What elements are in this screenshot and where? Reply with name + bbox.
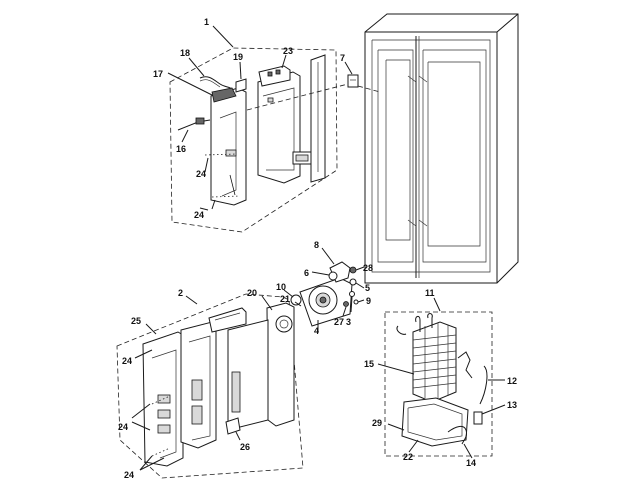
assembly-1-parts [167, 54, 349, 211]
callout-24c: 24 [122, 356, 132, 366]
callout-9: 9 [366, 296, 371, 306]
callout-23: 23 [283, 46, 293, 56]
callout-5: 5 [365, 283, 370, 293]
callout-17: 17 [153, 69, 163, 79]
callout-19: 19 [233, 52, 243, 62]
callout-16: 16 [176, 144, 186, 154]
callout-2: 2 [178, 288, 183, 298]
callout-22: 22 [403, 452, 413, 462]
assembly-2-parts [131, 247, 365, 471]
callout-26: 26 [240, 442, 250, 452]
callout-18: 18 [180, 48, 190, 58]
callout-3: 3 [346, 317, 351, 327]
callout-8: 8 [314, 240, 319, 250]
callout-6: 6 [304, 268, 309, 278]
callout-29: 29 [372, 418, 382, 428]
callout-4: 4 [314, 326, 319, 336]
callout-1: 1 [204, 17, 209, 27]
callout-24a: 24 [196, 169, 206, 179]
assembly-2-outline [116, 293, 304, 479]
assembly-11-parts [377, 313, 506, 459]
callout-14: 14 [466, 458, 476, 468]
callout-10: 10 [276, 282, 286, 292]
callout-13: 13 [507, 400, 517, 410]
callout-labels: 1 2 3 4 5 6 7 8 9 10 11 12 13 14 15 16 1… [118, 17, 517, 480]
callout-27: 27 [334, 317, 344, 327]
part-7-clip [344, 61, 381, 93]
callout-7: 7 [340, 53, 345, 63]
callout-20: 20 [247, 288, 257, 298]
callout-12: 12 [507, 376, 517, 386]
callout-28: 28 [363, 263, 373, 273]
callout-24b: 24 [194, 210, 204, 220]
callout-11: 11 [425, 288, 435, 298]
refrigerator-cabinet [364, 13, 519, 284]
callout-24e: 24 [124, 470, 134, 480]
callout-25: 25 [131, 316, 141, 326]
assembly-1-outline [169, 25, 338, 233]
assembly-11-outline [384, 297, 493, 457]
callout-21: 21 [280, 294, 290, 304]
callout-15: 15 [364, 359, 374, 369]
callout-24d: 24 [118, 422, 128, 432]
